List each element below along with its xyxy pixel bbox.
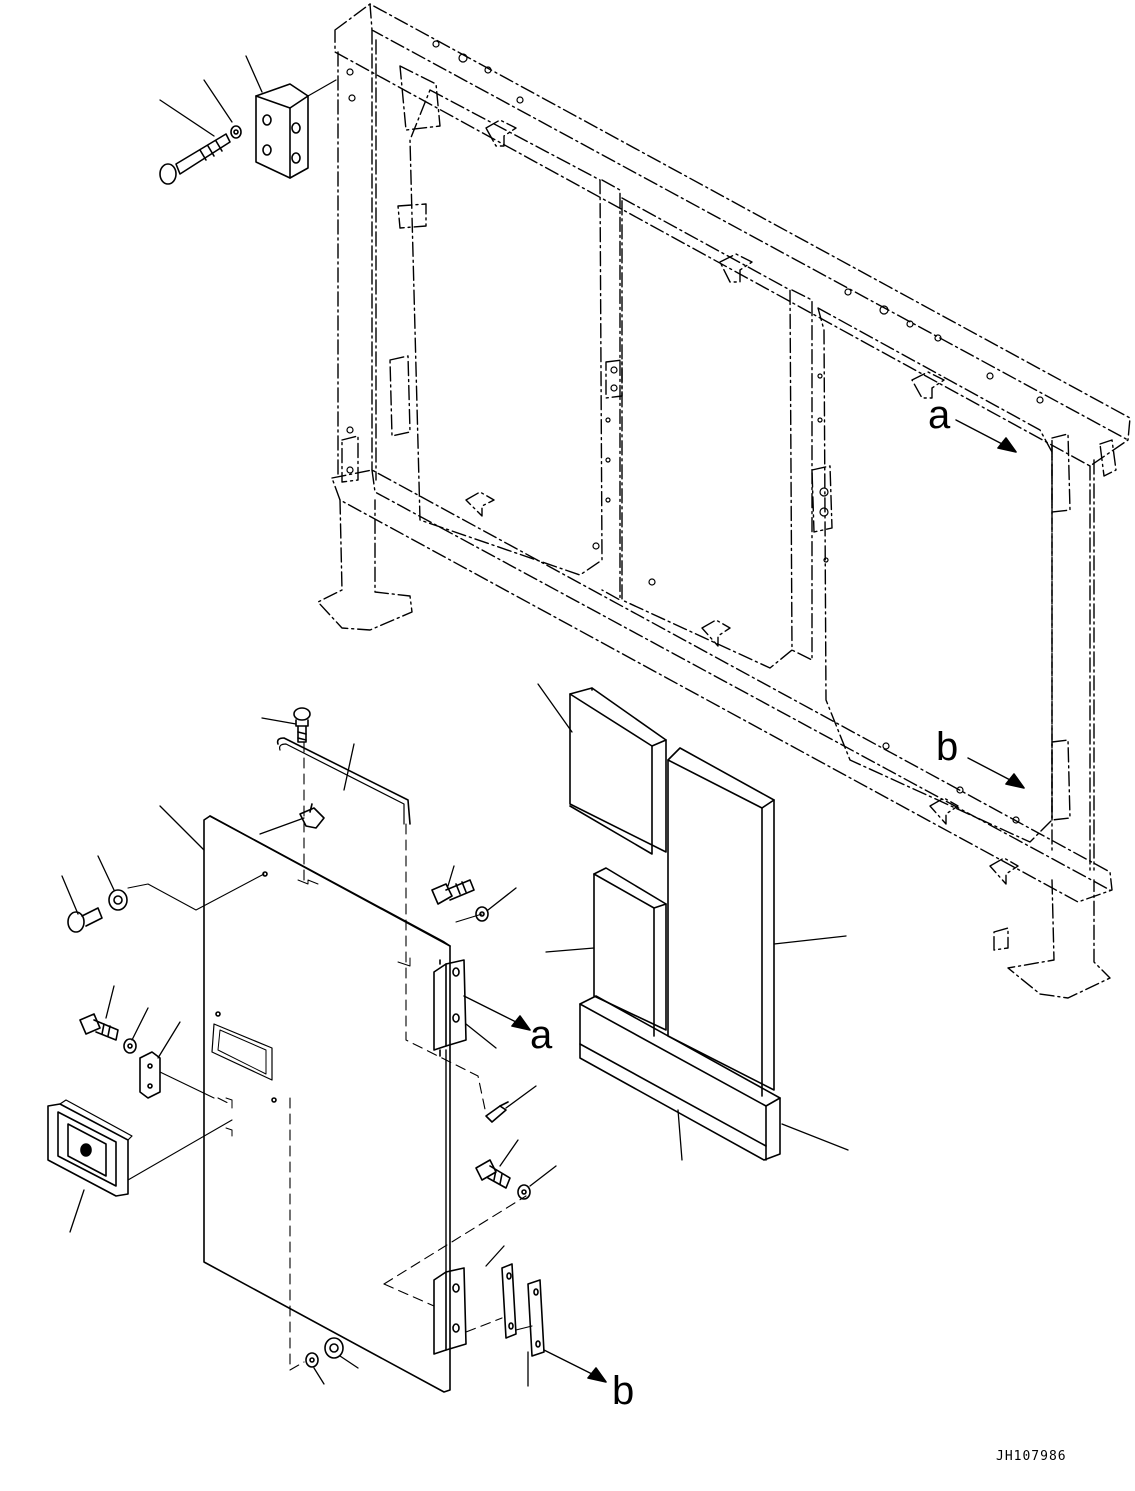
- hinge-plates: [501, 1263, 545, 1357]
- screw-top: [293, 707, 311, 743]
- small-bracket: [139, 1051, 161, 1099]
- callout-a-lower: a: [530, 1013, 553, 1057]
- callout-arrow-a-lower: [463, 995, 531, 1031]
- mounting-block: [255, 79, 337, 179]
- latch-handle: [47, 1099, 133, 1197]
- frame-holes: [346, 40, 1044, 824]
- knob-bolt: [67, 889, 128, 933]
- callout-b-lower: b: [612, 1369, 634, 1413]
- callout-arrow-a-upper: [955, 419, 1017, 453]
- leader-lines-seals: [537, 683, 849, 1161]
- callout-arrow-b-lower: [543, 1349, 607, 1383]
- bolt-right-upper: [431, 879, 489, 922]
- callout-arrow-b-upper: [967, 757, 1025, 789]
- bottom-nuts: [305, 1337, 344, 1368]
- assembly-guides: [217, 741, 527, 1371]
- side-cover-panel: [203, 815, 451, 1393]
- cooler-frame: [317, 3, 1131, 999]
- clip-top: [299, 803, 325, 829]
- lower-hinge: [433, 1267, 467, 1355]
- leader-lines-top: [159, 55, 263, 137]
- assembly-solid-guides: [127, 873, 533, 1331]
- callout-a-upper: a: [928, 393, 951, 437]
- leader-lines-lower: [61, 717, 557, 1387]
- foam-seals: [569, 687, 781, 1161]
- bolt-left-mid: [79, 1013, 137, 1054]
- cover-rod: [276, 737, 411, 825]
- upper-hinge: [433, 959, 467, 1057]
- block-bolt: [159, 125, 242, 185]
- drawing-reference-number: JH107986: [996, 1449, 1067, 1464]
- bolt-right-lower: [475, 1159, 531, 1200]
- callout-b-upper: b: [936, 725, 958, 769]
- latch-pin: [485, 1101, 509, 1123]
